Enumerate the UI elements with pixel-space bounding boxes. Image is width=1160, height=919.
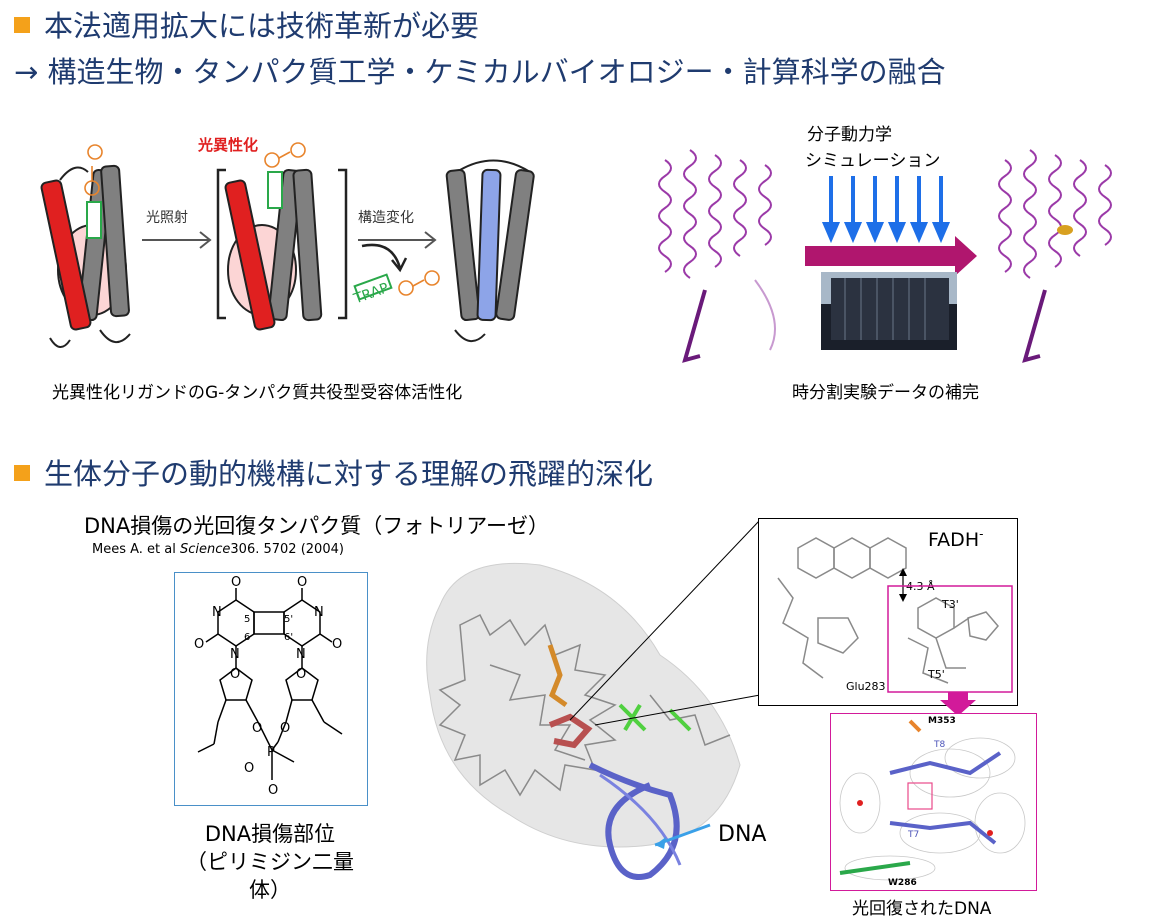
protein-backbone xyxy=(438,613,731,797)
svg-text:Glu283: Glu283 xyxy=(846,680,886,693)
svg-text:N: N xyxy=(212,605,222,620)
dimer-caption: DNA損傷部位 （ピリミジン二量体） xyxy=(186,822,354,902)
svg-text:T8: T8 xyxy=(933,740,945,750)
svg-text:N: N xyxy=(230,647,240,662)
svg-text:O: O xyxy=(268,783,278,798)
svg-text:O: O xyxy=(297,575,307,590)
svg-text:P: P xyxy=(267,745,275,760)
svg-text:6': 6' xyxy=(284,632,293,643)
svg-text:O: O xyxy=(332,637,342,652)
label-simulation: シミュレーション xyxy=(805,151,940,171)
svg-text:N: N xyxy=(296,647,306,662)
svg-text:W286: W286 xyxy=(888,878,917,888)
dna-helix xyxy=(588,762,680,880)
receptor-active xyxy=(445,159,535,342)
section2-heading: 生体分子の動的機構に対する理解の飛躍的深化 xyxy=(14,456,653,492)
arrow-right-icon xyxy=(358,231,437,249)
svg-text:5: 5 xyxy=(244,614,250,625)
label-md: 分子動力学 xyxy=(807,125,892,145)
photolyase-subtitle: DNA損傷の光回復タンパク質（フォトリアーゼ） xyxy=(84,514,549,538)
arrow-right-icon xyxy=(142,231,212,249)
arrow-right-icon xyxy=(805,236,977,276)
label-photoisomerization: 光異性化 xyxy=(197,136,258,154)
gpcr-activation-figure: 光照射 光異性化 構造変化 TRAP xyxy=(40,136,535,348)
section1-heading: 本法適用拡大には技術革新が必要 xyxy=(14,8,479,44)
photolyase-protein-figure: DNA xyxy=(426,519,766,880)
arrow-down-icon xyxy=(940,692,976,716)
label-trap: TRAP xyxy=(351,280,391,308)
svg-text:T3': T3' xyxy=(941,598,959,611)
receptor-intermediate xyxy=(224,142,323,331)
svg-text:O: O xyxy=(280,721,290,736)
svg-text:N: N xyxy=(314,605,324,620)
bullet-square-icon xyxy=(14,465,30,481)
svg-text:O: O xyxy=(252,721,262,736)
supercomputer-image xyxy=(821,272,957,350)
md-caption: 時分割実験データの補完 xyxy=(792,383,979,403)
protein-structure-before xyxy=(658,149,776,363)
svg-text:M353: M353 xyxy=(928,716,956,726)
label-fadh: FADH- xyxy=(928,527,983,551)
svg-text:T7: T7 xyxy=(907,830,919,840)
label-conformational-change: 構造変化 xyxy=(358,209,414,226)
protein-structure-after xyxy=(998,149,1112,363)
released-ligand-icon xyxy=(398,270,440,296)
label-light: 光照射 xyxy=(146,209,188,225)
svg-text:O: O xyxy=(244,761,254,776)
svg-text:O: O xyxy=(194,637,204,652)
bullet-square-icon xyxy=(14,17,30,33)
pyrimidine-dimer-structure: O O O O N N N N O O O O P O O 5 6 5' 6' xyxy=(194,575,343,798)
density-caption: 光回復されたDNA xyxy=(852,899,992,919)
md-simulation-figure: 分子動力学 シミュレーション xyxy=(658,125,1112,363)
arrows-down-icon xyxy=(821,176,951,244)
gpcr-caption: 光異性化リガンドのG-タンパク質共役型受容体活性化 xyxy=(52,383,463,403)
fadh-structure: FADH- 4.3 Å T3' T5' Glu283 xyxy=(777,527,1013,693)
svg-text:T5': T5' xyxy=(927,668,945,681)
svg-text:O: O xyxy=(296,667,306,682)
svg-text:O: O xyxy=(231,575,241,590)
receptor-inactive xyxy=(40,144,131,348)
electron-density-map: M353 T8 T7 W286 xyxy=(839,716,1026,888)
dimer-structure-box xyxy=(174,572,368,806)
svg-text:6: 6 xyxy=(244,632,250,643)
section1-subheading: → 構造生物・タンパク質工学・ケミカルバイオロジー・計算科学の融合 xyxy=(14,55,946,89)
svg-text:5': 5' xyxy=(284,614,293,625)
svg-text:O: O xyxy=(230,667,240,682)
label-dna: DNA xyxy=(718,822,766,847)
arrow-curved-icon xyxy=(361,243,408,273)
reference: Mees A. et al Science306. 5702 (2004) xyxy=(92,542,344,557)
